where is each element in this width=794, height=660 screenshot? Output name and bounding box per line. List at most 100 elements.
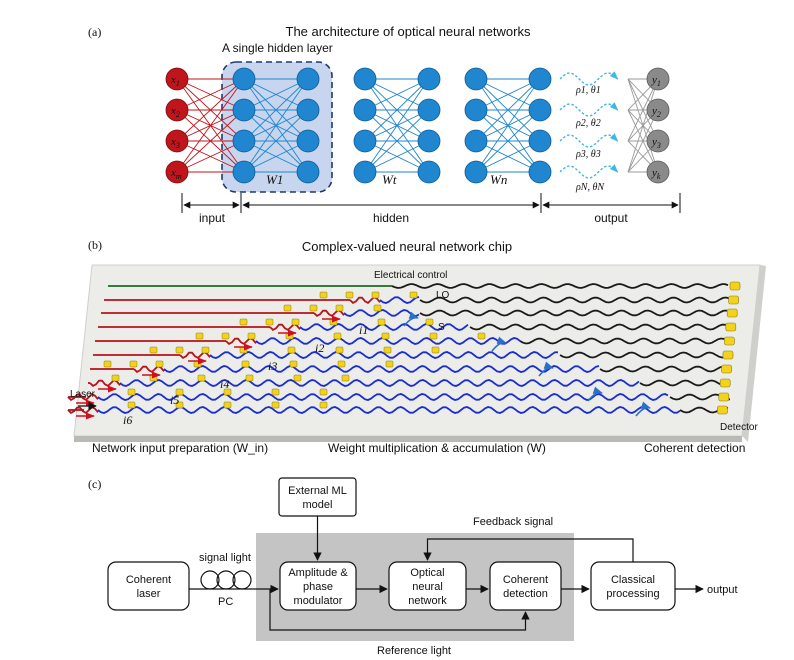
phase-heater bbox=[221, 332, 230, 340]
phase-heater bbox=[381, 332, 390, 340]
node-subscript: 2 bbox=[657, 110, 661, 119]
network-edge bbox=[475, 109, 541, 173]
section-input-label: Network input preparation (W_in) bbox=[92, 441, 268, 455]
phase-heater bbox=[409, 291, 418, 299]
lo-coupling-arrow bbox=[491, 336, 507, 352]
phase-heater bbox=[333, 332, 342, 340]
mode-label-2: ρ2, θ2 bbox=[575, 118, 601, 129]
photodetector bbox=[725, 322, 737, 332]
index-i4: i4 bbox=[220, 377, 229, 391]
node-subscript: 3 bbox=[656, 141, 661, 150]
input-node-label: x2 bbox=[170, 105, 180, 119]
photodetector bbox=[719, 378, 731, 388]
detection-waveguide bbox=[599, 365, 730, 373]
weight-waveguide bbox=[343, 309, 420, 317]
chip-side bbox=[742, 265, 766, 442]
network-edge bbox=[176, 78, 245, 173]
hidden-node bbox=[464, 67, 488, 91]
weight-waveguide bbox=[255, 337, 521, 345]
hidden-layer-label: A single hidden layer bbox=[222, 41, 333, 55]
classical-line1: Classical bbox=[611, 574, 655, 586]
photodetector bbox=[722, 350, 734, 360]
input-node bbox=[165, 98, 189, 122]
section-input-text: Network input preparation (W_in) bbox=[92, 441, 268, 455]
phase-heater bbox=[129, 360, 138, 368]
lo-coupling-arrow bbox=[635, 401, 651, 417]
panel-a-title: The architecture of optical neural netwo… bbox=[286, 24, 531, 39]
index-i2: i2 bbox=[315, 341, 324, 355]
section-detection-label: Coherent detection bbox=[644, 441, 745, 455]
reference-light-label: Reference light bbox=[377, 645, 451, 657]
input-node-label: x3 bbox=[170, 136, 180, 150]
network-edge bbox=[364, 78, 430, 142]
layer-brackets bbox=[181, 193, 681, 213]
onn-line1: Optical bbox=[410, 567, 444, 579]
index-i6: i6 bbox=[123, 413, 132, 427]
input-node bbox=[165, 160, 189, 184]
hidden-node bbox=[353, 67, 377, 91]
lo-label: LO bbox=[436, 290, 450, 301]
modulator-box bbox=[279, 561, 357, 611]
feedback-label: Feedback signal bbox=[473, 516, 553, 528]
panel-b-title: Complex-valued neural network chip bbox=[302, 239, 512, 254]
phase-heater bbox=[373, 304, 382, 312]
phase-heater bbox=[175, 388, 184, 396]
panel-b-label: (b) bbox=[88, 238, 102, 252]
detection-line1: Coherent bbox=[503, 574, 548, 586]
network-edge bbox=[475, 78, 541, 142]
phase-heater bbox=[285, 332, 294, 340]
chip-arrows bbox=[76, 311, 651, 420]
section-weight-label: Weight multiplication & accumulation (W) bbox=[328, 441, 546, 455]
phase-heater bbox=[241, 360, 250, 368]
phase-heater bbox=[265, 318, 274, 326]
phase-heater bbox=[385, 360, 394, 368]
node-subscript: k bbox=[657, 172, 661, 181]
output-node-label: yk bbox=[651, 167, 661, 181]
hidden-node bbox=[464, 129, 488, 153]
output-edge bbox=[627, 78, 659, 173]
hidden-node bbox=[528, 67, 552, 91]
index-i5: i5 bbox=[170, 393, 179, 407]
detection-waveguide bbox=[391, 283, 729, 289]
coherent-laser-box bbox=[107, 561, 190, 611]
output-node-label: y2 bbox=[651, 105, 661, 119]
phase-heater bbox=[127, 401, 136, 409]
flow-connectors bbox=[189, 516, 704, 631]
lo-coupling-arrow bbox=[587, 386, 603, 402]
network-edge bbox=[364, 78, 430, 111]
index-i1: i1 bbox=[359, 323, 368, 337]
optical-mode-wave bbox=[559, 133, 619, 148]
optical-mode-wave bbox=[559, 102, 619, 117]
phase-heater bbox=[239, 318, 248, 326]
phase-heater bbox=[149, 346, 158, 354]
lo-coupling-arrow bbox=[403, 311, 419, 327]
phase-heater bbox=[201, 346, 210, 354]
phase-heater bbox=[319, 388, 328, 396]
panel-a-label: (a) bbox=[88, 25, 101, 39]
node-subscript: 2 bbox=[176, 110, 180, 119]
network-edge bbox=[364, 78, 430, 173]
weight-waveguide bbox=[209, 351, 558, 359]
phase-heater bbox=[175, 346, 184, 354]
pc-coils-icon bbox=[200, 570, 252, 590]
network-edge bbox=[364, 140, 430, 173]
network-edge bbox=[243, 140, 309, 173]
input-node-label: x1 bbox=[170, 74, 180, 88]
output-node bbox=[646, 129, 670, 153]
hidden-node bbox=[232, 98, 256, 122]
mode-label-3: ρ3, θ3 bbox=[575, 149, 601, 160]
bracket-input-label: input bbox=[199, 211, 226, 225]
phase-heater bbox=[127, 388, 136, 396]
external-ml-line1: External ML bbox=[288, 485, 347, 497]
coherent-laser-line2: laser bbox=[137, 588, 161, 600]
network-edge bbox=[243, 109, 309, 173]
network-edge bbox=[243, 78, 309, 173]
network-edge bbox=[176, 140, 245, 173]
photodetector bbox=[729, 281, 741, 291]
bracket-hidden-label: hidden bbox=[373, 211, 409, 225]
detection-line2: detection bbox=[503, 588, 548, 600]
detection-waveguide bbox=[419, 296, 730, 304]
detection-waveguide bbox=[639, 379, 731, 387]
hidden-node bbox=[232, 129, 256, 153]
detection-waveguide bbox=[559, 351, 729, 359]
